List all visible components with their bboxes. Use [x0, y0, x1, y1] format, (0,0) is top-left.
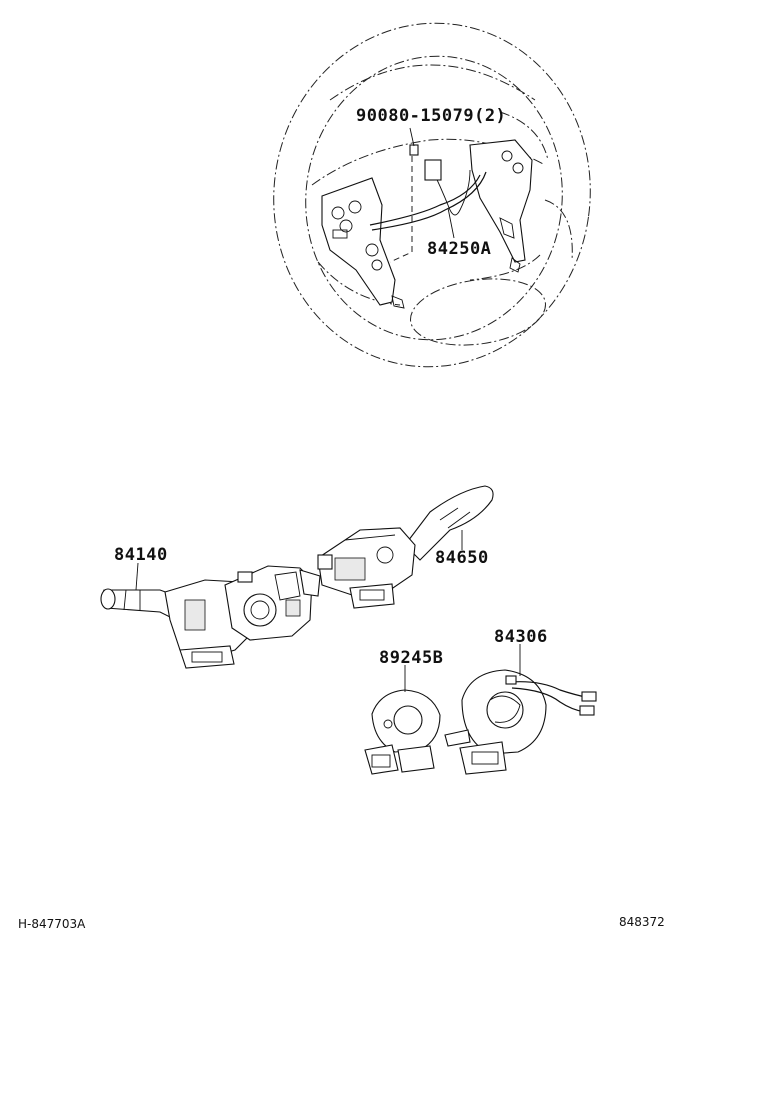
steering-wheel-illustration: [273, 22, 591, 368]
callout-wiper-switch: 84650: [435, 548, 489, 568]
callout-spiral-cable: 84306: [494, 627, 548, 647]
wiper-switch-illustration: [317, 485, 494, 609]
drawing-reference-right: 848372: [619, 915, 665, 929]
callout-wheel-switch: 84250A: [427, 239, 491, 259]
left-steering-switch-pad: [321, 177, 405, 309]
turn-signal-switch-illustration: [100, 565, 321, 669]
callout-turn-switch: 84140: [114, 545, 168, 565]
right-steering-switch-pad: [469, 139, 533, 273]
callout-sensor: 89245B: [379, 648, 443, 668]
wire-harness: [369, 144, 487, 231]
leader-turn-switch: [135, 562, 139, 591]
leader-screw-dashed: [389, 156, 413, 263]
steering-sensor-illustration: [364, 689, 441, 775]
spiral-cable-illustration: [444, 669, 597, 775]
leader-wheel-switch: [447, 207, 455, 239]
drawing-reference-left: H-847703A: [18, 917, 86, 931]
leader-screw: [409, 127, 415, 147]
callout-screw: 90080-15079(2): [356, 106, 506, 126]
